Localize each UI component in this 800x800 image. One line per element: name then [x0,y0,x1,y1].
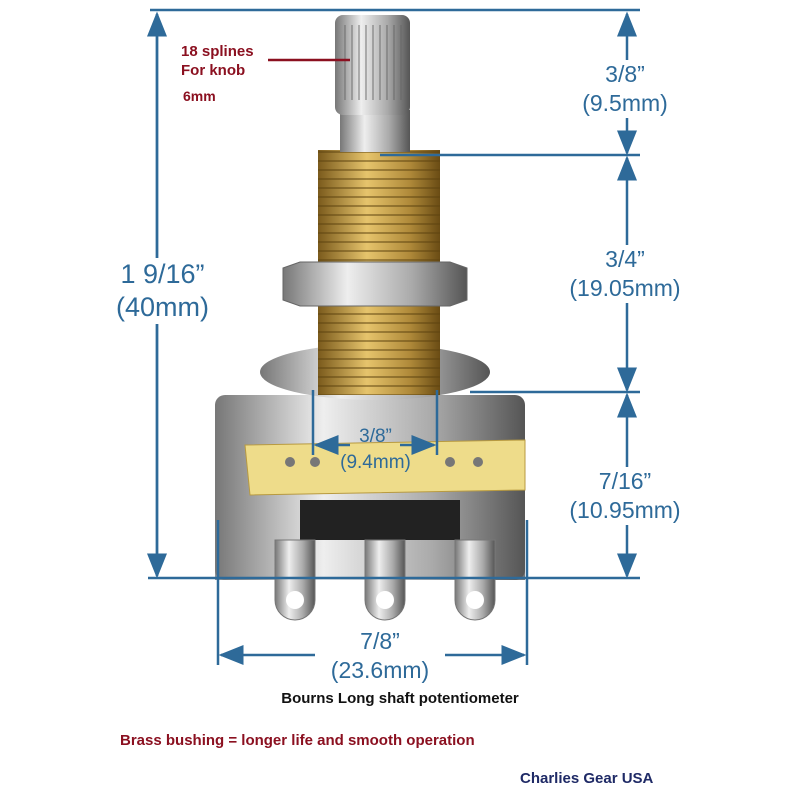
splines-label: 18 splines [181,43,254,60]
potentiometer-photo [215,15,526,621]
total-height-dimension: 1 9/16”(40mm) [100,258,225,324]
bushing-width-dimension: 3/8”(9.4mm) [340,426,411,473]
feature-caption: Brass bushing = longer life and smooth o… [120,732,475,749]
brand-label: Charlies Gear USA [520,770,654,787]
shaft-diameter-label: 6mm [183,88,216,104]
shaft-length-dimension: 3/8”(9.5mm) [570,60,680,118]
for-knob-label: For knob [181,62,246,79]
body-height-dimension: 7/16”(10.95mm) [555,467,695,525]
diagram-title: Bourns Long shaft potentiometer [281,690,519,707]
bushing-length-dimension: 3/4”(19.05mm) [555,245,695,303]
body-width-dimension: 7/8”(23.6mm) [315,627,445,685]
